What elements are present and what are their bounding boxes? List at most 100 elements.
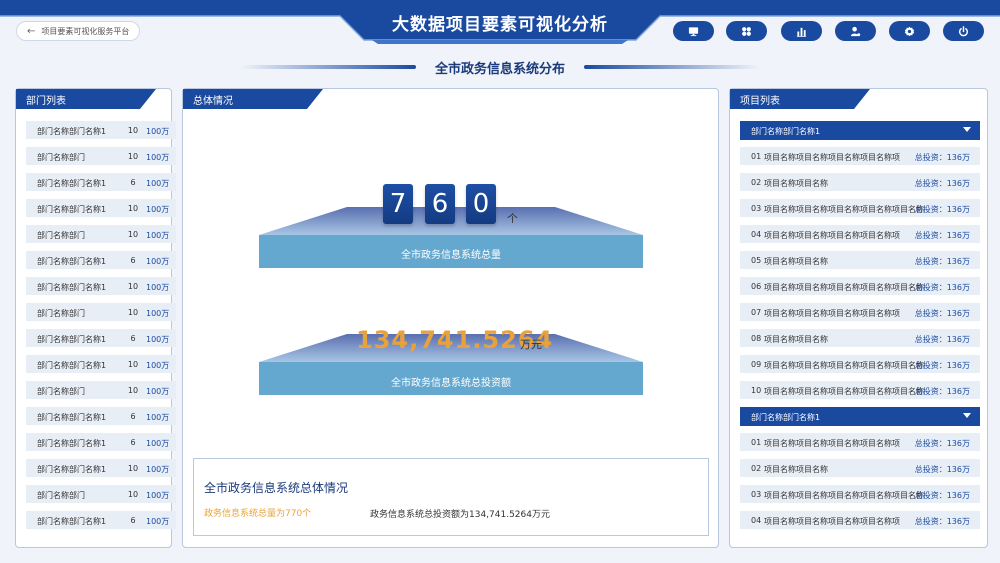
project-index: 02 xyxy=(751,178,762,187)
back-button[interactable]: ← 项目要素可视化服务平台 xyxy=(16,21,141,41)
settings-button[interactable] xyxy=(889,21,930,41)
subtitle-bar: 全市政务信息系统分布 xyxy=(240,57,760,77)
project-index: 01 xyxy=(751,438,762,447)
project-investment: 总投资：136万 xyxy=(914,179,970,188)
investment-label: 全市政务信息系统总投资额 xyxy=(391,378,511,389)
dept-count: 10 xyxy=(127,386,139,395)
project-investment: 总投资：136万 xyxy=(914,205,970,214)
dept-row[interactable]: 部门名称部门名称1 6 100万 xyxy=(26,433,176,451)
power-button[interactable] xyxy=(943,21,984,41)
project-name: 项目名称项目名称 xyxy=(764,465,828,474)
dept-count: 6 xyxy=(130,516,136,525)
dept-row[interactable]: 部门名称部门 10 100万 xyxy=(26,225,176,243)
dept-row[interactable]: 部门名称部门名称1 10 100万 xyxy=(26,277,176,295)
dept-amount: 100万 xyxy=(146,153,170,162)
summary-total-investment: 政务信息系统总投资额为134,741.5264万元 xyxy=(370,510,550,520)
project-investment: 总投资：136万 xyxy=(914,361,970,370)
apps-button[interactable] xyxy=(726,21,767,41)
project-group-header[interactable]: 部门名称部门名称1 xyxy=(740,407,980,426)
project-group-header[interactable]: 部门名称部门名称1 xyxy=(740,121,980,140)
total-count-digit: 0 xyxy=(466,184,496,224)
dept-amount: 100万 xyxy=(146,361,170,370)
project-name: 项目名称项目名称 xyxy=(764,179,828,188)
project-name: 项目名称项目名称项目名称项目名称项 xyxy=(764,309,900,318)
dept-amount: 100万 xyxy=(146,231,170,240)
project-investment: 总投资：136万 xyxy=(914,465,970,474)
dept-panel-title: 部门列表 xyxy=(26,96,66,107)
project-group-name: 部门名称部门名称1 xyxy=(751,413,821,422)
dept-name: 部门名称部门名称1 xyxy=(37,517,107,526)
total-count-digit: 7 xyxy=(383,184,413,224)
monitor-icon xyxy=(688,26,699,36)
header-bar xyxy=(0,0,1000,44)
dept-amount: 100万 xyxy=(146,517,170,526)
dept-panel-tab xyxy=(16,89,156,109)
project-name: 项目名称项目名称项目名称项目名称项目名称 xyxy=(764,205,924,214)
dept-amount: 100万 xyxy=(146,439,170,448)
dept-name: 部门名称部门 xyxy=(37,231,85,240)
dept-amount: 100万 xyxy=(146,309,170,318)
project-index: 10 xyxy=(751,386,762,395)
statistics-button[interactable] xyxy=(781,21,822,41)
dept-amount: 100万 xyxy=(146,283,170,292)
user-settings-button[interactable] xyxy=(835,21,876,41)
overview-panel-tab xyxy=(183,89,323,109)
app-title: 大数据项目要素可视化分析 xyxy=(392,15,608,35)
gear-icon xyxy=(904,26,915,36)
dept-count: 6 xyxy=(130,438,136,447)
dept-row[interactable]: 部门名称部门 10 100万 xyxy=(26,147,176,165)
dept-name: 部门名称部门名称1 xyxy=(37,283,107,292)
project-name: 项目名称项目名称项目名称项目名称项 xyxy=(764,153,900,162)
project-name: 项目名称项目名称 xyxy=(764,257,828,266)
investment-unit: 万元 xyxy=(520,338,542,351)
dept-name: 部门名称部门名称1 xyxy=(37,413,107,422)
project-index: 03 xyxy=(751,204,762,213)
dept-name: 部门名称部门名称1 xyxy=(37,361,107,370)
project-name: 项目名称项目名称项目名称项目名称项目名称 xyxy=(764,491,924,500)
dept-count: 10 xyxy=(127,152,139,161)
dept-count: 6 xyxy=(130,412,136,421)
dept-amount: 100万 xyxy=(146,491,170,500)
dept-name: 部门名称部门 xyxy=(37,309,85,318)
project-investment: 总投资：136万 xyxy=(914,335,970,344)
monitor-button[interactable] xyxy=(673,21,714,41)
investment-platform xyxy=(259,334,643,395)
dept-row[interactable]: 部门名称部门名称1 6 100万 xyxy=(26,511,176,529)
dept-name: 部门名称部门名称1 xyxy=(37,439,107,448)
dept-name: 部门名称部门名称1 xyxy=(37,335,107,344)
dept-name: 部门名称部门名称1 xyxy=(37,205,107,214)
project-investment: 总投资：136万 xyxy=(914,257,970,266)
dept-name: 部门名称部门名称1 xyxy=(37,465,107,474)
dept-count: 10 xyxy=(127,282,139,291)
back-arrow-icon: ← xyxy=(27,25,36,37)
dept-name: 部门名称部门 xyxy=(37,153,85,162)
dept-count: 10 xyxy=(127,230,139,239)
total-count-unit: 个 xyxy=(507,212,518,225)
project-index: 09 xyxy=(751,360,762,369)
